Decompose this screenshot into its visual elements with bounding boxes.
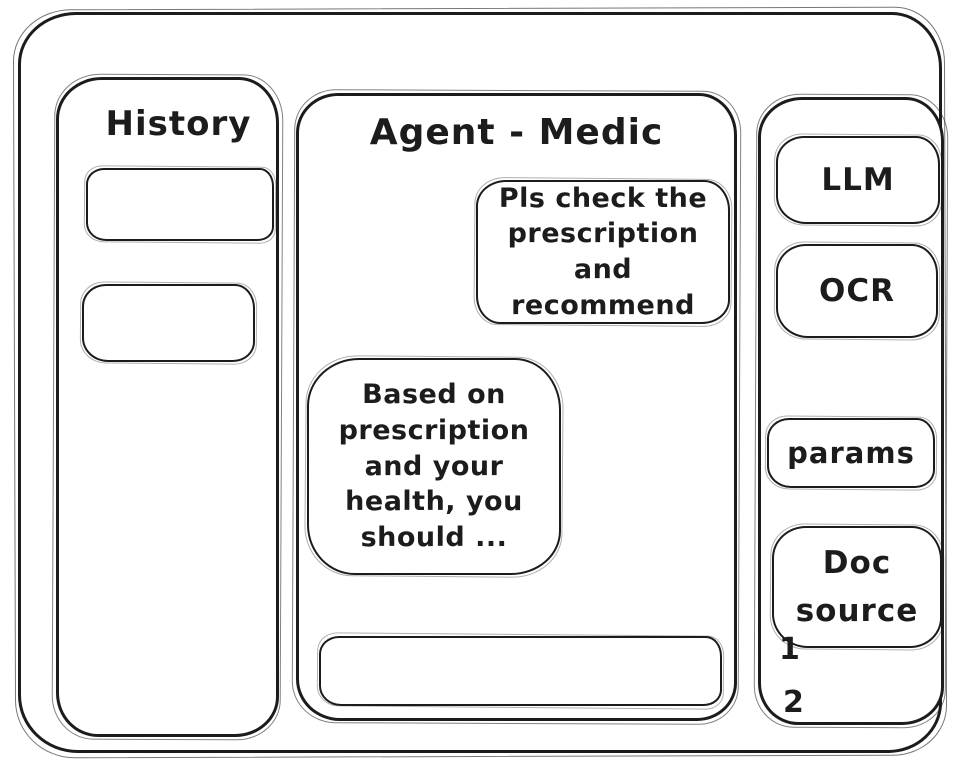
history-panel-title: History xyxy=(105,104,252,144)
history-item[interactable] xyxy=(82,284,255,362)
llm-button[interactable]: LLM xyxy=(776,136,940,224)
doc-source-button[interactable]: Doc source xyxy=(772,526,942,648)
params-button[interactable]: params xyxy=(767,418,935,488)
history-panel: History xyxy=(56,77,279,737)
chat-panel: Agent - Medic Pls check the prescription… xyxy=(296,93,737,721)
doc-source-item-2[interactable]: 2 xyxy=(783,685,804,720)
chat-input[interactable] xyxy=(321,638,720,704)
history-item[interactable] xyxy=(86,168,274,241)
tools-panel: LLM OCR params Doc source 1 2 xyxy=(758,97,944,725)
ocr-button[interactable]: OCR xyxy=(776,244,938,338)
user-message-bubble: Pls check the prescription and recommend xyxy=(476,180,730,324)
assistant-message-bubble: Based on prescription and your health, y… xyxy=(307,358,561,575)
chat-panel-title: Agent - Medic xyxy=(369,112,664,153)
chat-input-box xyxy=(319,636,722,706)
doc-source-item-1[interactable]: 1 xyxy=(779,632,800,667)
app-window-frame: History Agent - Medic Pls check the pres… xyxy=(18,12,944,753)
